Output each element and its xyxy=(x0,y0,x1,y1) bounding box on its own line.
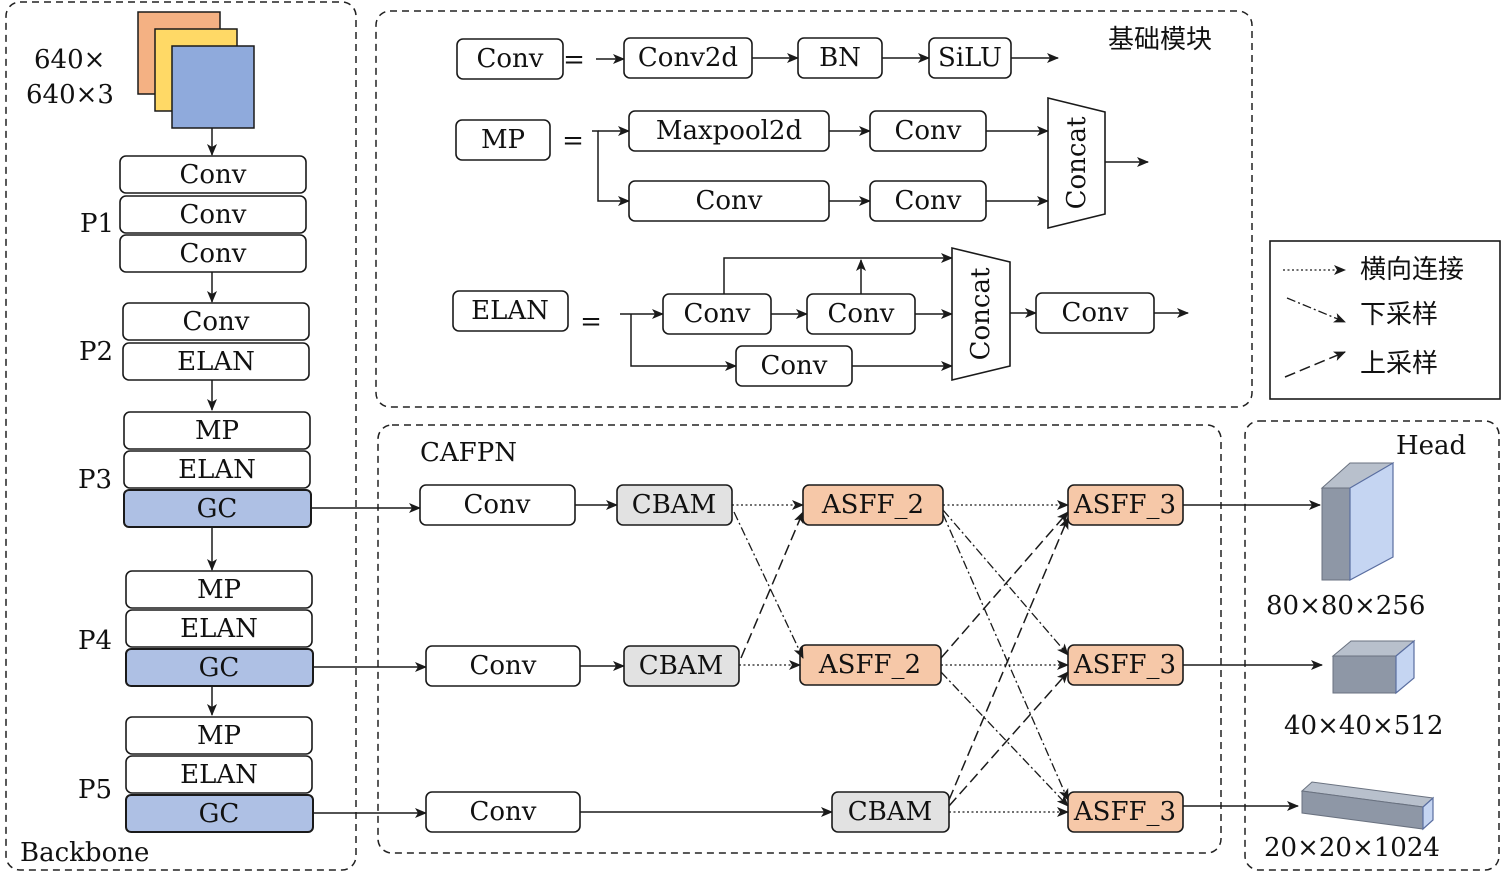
def-elan-concat-label: Concat xyxy=(966,267,996,360)
input-image-stack-icon xyxy=(137,11,255,129)
backbone-p1-conv-1 xyxy=(119,195,307,234)
backbone-p2-conv-label: Conv xyxy=(183,307,250,337)
stage-label-p2: P2 xyxy=(79,337,113,367)
def-elan-label: ELAN xyxy=(471,296,549,326)
def-conv-box xyxy=(456,38,564,80)
cafpn-row2-cbam-label: CBAM xyxy=(639,651,723,681)
legend-dashdot-label: 下采样 xyxy=(1360,300,1438,330)
input-dims-line1: 640× xyxy=(34,45,105,75)
def-mp-conv-c-label: Conv xyxy=(895,186,962,216)
head-output-2-dims: 40×40×512 xyxy=(1284,711,1443,741)
input-dims-line2: 640×3 xyxy=(26,80,114,110)
stage-label-p5: P5 xyxy=(78,775,112,805)
backbone-p4-elan xyxy=(125,609,313,648)
legend-dashed-label: 上采样 xyxy=(1360,349,1438,379)
cafpn-row1-asff3-label: ASFF_3 xyxy=(1073,490,1176,520)
def-elan-conv-out-label: Conv xyxy=(1062,298,1129,328)
def-conv-label: Conv xyxy=(477,44,544,74)
cafpn-row2-asff3-label: ASFF_3 xyxy=(1073,650,1176,680)
cafpn-row3-asff3-label: ASFF_3 xyxy=(1073,797,1176,827)
backbone-p4-mp xyxy=(125,570,313,609)
backbone-conv-0-label: Conv xyxy=(180,160,247,190)
def-conv2d-label: Conv2d xyxy=(638,43,738,73)
stage-label-p4: P4 xyxy=(78,626,112,656)
feature-map-40-icon xyxy=(1331,639,1416,695)
backbone-p2-elan xyxy=(122,342,310,381)
def-elan-conv-a-label: Conv xyxy=(684,299,751,329)
def-bn-label: BN xyxy=(819,43,861,73)
head-title: Head xyxy=(1396,431,1466,461)
backbone-frame xyxy=(5,1,357,871)
def-mp-concat-label: Concat xyxy=(1062,116,1092,209)
head-frame xyxy=(1244,420,1500,871)
backbone-p4-mp-label: MP xyxy=(197,575,241,605)
backbone-p3-elan xyxy=(123,450,311,489)
def-elan-equals: = xyxy=(580,307,602,337)
backbone-p3-mp-label: MP xyxy=(195,416,239,446)
def-elan-box xyxy=(452,290,569,332)
def-silu-label: SiLU xyxy=(938,43,1002,73)
def-mp-conv-a-label: Conv xyxy=(895,116,962,146)
legend-dashed-line xyxy=(1284,351,1346,378)
def-conv-equals: = xyxy=(563,45,585,75)
legend-dashdot-line xyxy=(1286,297,1346,323)
def-elan-conv-c-label: Conv xyxy=(761,351,828,381)
cafpn-frame xyxy=(377,424,1222,854)
head-output-1-dims: 80×80×256 xyxy=(1266,591,1425,621)
stage-label-p3: P3 xyxy=(78,465,112,495)
def-maxpool-label: Maxpool2d xyxy=(656,116,802,146)
backbone-p3-gc-label: GC xyxy=(197,494,238,524)
cafpn-row1-asff2-label: ASFF_2 xyxy=(821,490,924,520)
def-mp-label: MP xyxy=(481,125,525,155)
cafpn-row2-conv-label: Conv xyxy=(470,651,537,681)
basic-modules-frame xyxy=(375,10,1253,408)
head-output-3-dims: 20×20×1024 xyxy=(1264,833,1440,863)
backbone-p1-conv-2-label: Conv xyxy=(180,239,247,269)
stage-label-p1: P1 xyxy=(80,209,114,239)
legend-box xyxy=(1269,240,1501,400)
cafpn-row3-cbam-label: CBAM xyxy=(848,797,932,827)
cafpn-row2-cbam xyxy=(623,645,740,687)
def-mp-box xyxy=(455,119,551,161)
def-mp-conv-b-label: Conv xyxy=(696,186,763,216)
backbone-p3-mp xyxy=(123,411,311,450)
cafpn-row1-conv-label: Conv xyxy=(464,490,531,520)
legend-dotted-label: 横向连接 xyxy=(1360,255,1464,285)
backbone-p5-elan xyxy=(125,755,313,794)
backbone-p4-elan-label: ELAN xyxy=(180,614,258,644)
backbone-p1-conv-1-label: Conv xyxy=(180,200,247,230)
backbone-p4-gc-label: GC xyxy=(199,653,240,683)
def-mp-concat xyxy=(1047,96,1106,230)
def-elan-concat xyxy=(951,246,1011,382)
cafpn-row1-cbam-label: CBAM xyxy=(632,490,716,520)
backbone-title: Backbone xyxy=(20,838,149,868)
cafpn-row3-conv-label: Conv xyxy=(470,797,537,827)
backbone-p1-conv-2 xyxy=(119,234,307,273)
feature-map-20-icon xyxy=(1300,781,1435,831)
cafpn-row2-asff2-label: ASFF_2 xyxy=(818,650,921,680)
feature-map-80-icon xyxy=(1320,461,1395,582)
cafpn-title: CAFPN xyxy=(420,438,517,468)
backbone-p5-elan-label: ELAN xyxy=(180,760,258,790)
backbone-p3-elan-label: ELAN xyxy=(178,455,256,485)
def-mp-equals: = xyxy=(562,126,584,156)
basic-modules-title: 基础模块 xyxy=(1108,25,1212,55)
backbone-p5-mp xyxy=(125,716,313,755)
backbone-p5-mp-label: MP xyxy=(197,721,241,751)
backbone-p5-gc-label: GC xyxy=(199,799,240,829)
backbone-p2-conv xyxy=(122,302,310,341)
backbone-conv-0 xyxy=(119,155,307,194)
def-elan-conv-b-label: Conv xyxy=(828,299,895,329)
backbone-p2-elan-label: ELAN xyxy=(177,347,255,377)
